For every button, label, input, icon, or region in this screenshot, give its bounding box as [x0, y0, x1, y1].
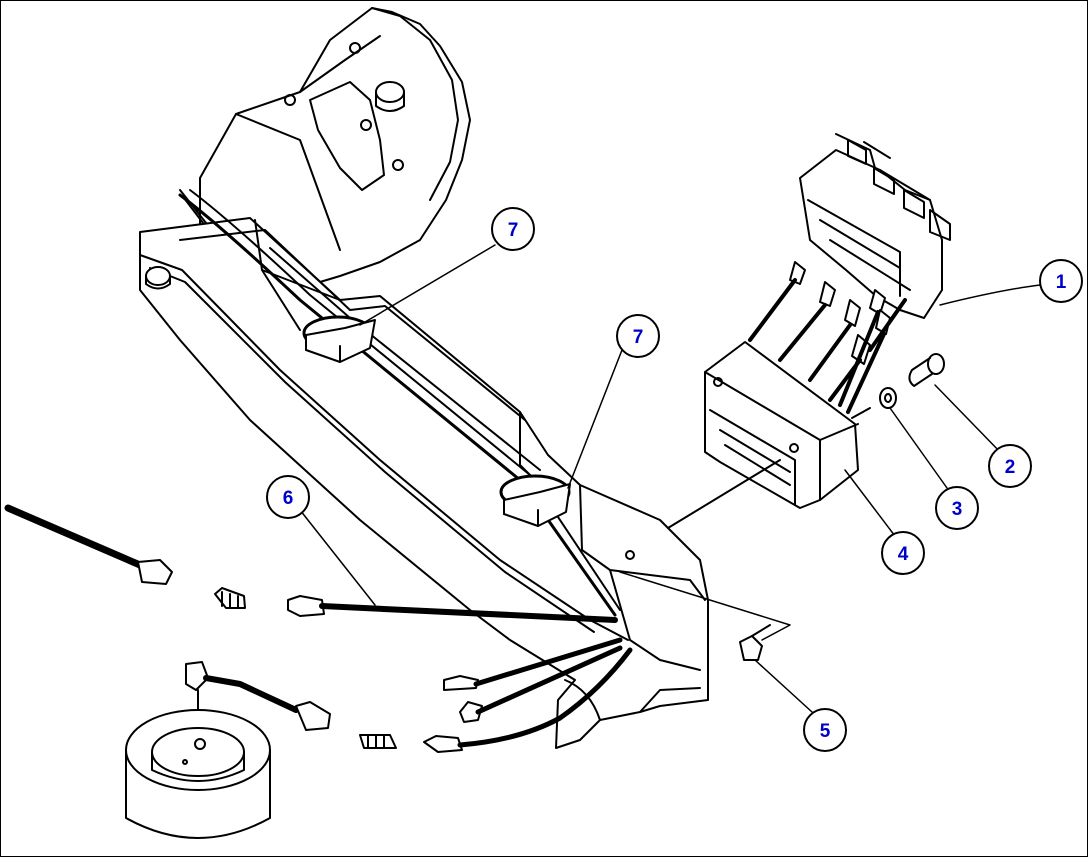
leader-4 — [844, 469, 899, 541]
callout-6-label: 6 — [283, 488, 294, 509]
bolt — [908, 353, 945, 387]
bolt-axis-line — [851, 407, 871, 419]
pivot-housing — [179, 7, 471, 289]
leader-2 — [934, 384, 1004, 456]
leader-5 — [754, 659, 813, 713]
callout-4-label: 4 — [898, 544, 909, 565]
callout-7a: 7 — [491, 207, 535, 251]
leader-1 — [939, 284, 1041, 306]
callout-5-label: 5 — [820, 721, 831, 742]
leader-6 — [299, 509, 376, 606]
leader-7a — [359, 244, 496, 326]
callout-5: 5 — [803, 708, 847, 752]
callout-6: 6 — [266, 475, 310, 519]
mounting-bracket — [704, 341, 859, 509]
wire-clamp-upper — [302, 315, 376, 363]
connector-block — [748, 133, 951, 414]
callout-2-label: 2 — [1005, 457, 1016, 478]
callout-7b: 7 — [616, 314, 660, 358]
leader-lines — [299, 244, 1041, 713]
sensor — [125, 661, 331, 839]
leader-7b — [567, 349, 623, 489]
wire-clamp-lower — [499, 474, 571, 527]
wire-assembly — [4, 504, 633, 753]
callout-3-label: 3 — [952, 499, 963, 520]
bracket-mount-line — [667, 459, 781, 529]
callout-1-label: 1 — [1056, 272, 1067, 293]
screw — [739, 624, 771, 661]
callout-7a-label: 7 — [508, 220, 519, 241]
callout-2: 2 — [988, 444, 1032, 488]
screw-leader — [619, 571, 791, 641]
washer — [879, 387, 897, 409]
callout-4: 4 — [881, 531, 925, 575]
callout-3: 3 — [935, 486, 979, 530]
leader-3 — [889, 407, 953, 496]
callout-1: 1 — [1039, 259, 1083, 303]
callout-7b-label: 7 — [633, 327, 644, 348]
